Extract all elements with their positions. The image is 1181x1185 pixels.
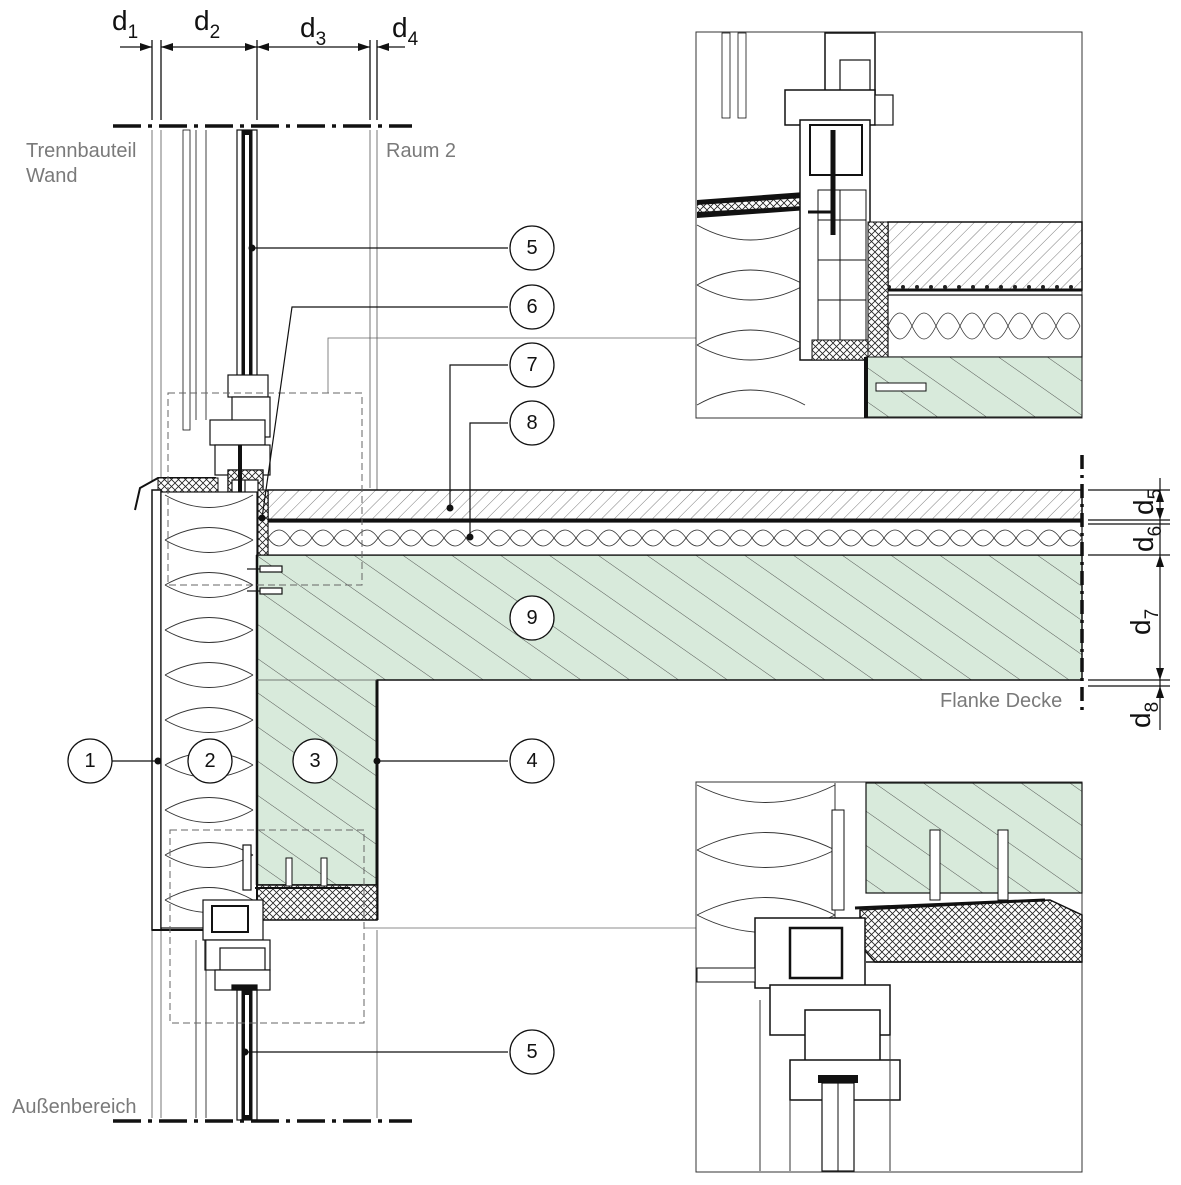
edge-strip: [257, 489, 269, 556]
top-dimensions: [120, 40, 405, 120]
lower-window-glazing: [195, 940, 258, 1121]
dim-d4: d4: [392, 12, 419, 50]
callout-3: 3: [309, 750, 320, 772]
detail-bottom-right: [695, 781, 1083, 1173]
dimension-arrows-top: [140, 43, 389, 51]
dim-d5: d5: [1128, 489, 1166, 515]
callout-leaders: [112, 247, 508, 1053]
lintel-anchors: [285, 857, 328, 887]
dim-d3: d3: [300, 12, 326, 50]
detail-boxes: [167, 392, 365, 1024]
dim-d8: d8: [1125, 702, 1163, 728]
callout-circles: [67, 225, 555, 1075]
floor-screed: [267, 489, 1083, 521]
leader-detail-top: [327, 337, 696, 393]
insulation-wave-a: [267, 529, 1083, 547]
callout-7: 7: [526, 354, 537, 376]
label-aussenbereich: Außenbereich: [12, 1096, 137, 1118]
callout-5-bottom: 5: [526, 1041, 537, 1063]
exterior-cladding: [151, 489, 162, 931]
dimension-arrows-right: [1156, 490, 1164, 698]
dim-d7: d7: [1125, 609, 1163, 635]
callout-6: 6: [526, 296, 537, 318]
cut-lines: [113, 124, 412, 1123]
dim-d2: d2: [194, 5, 220, 43]
callout-5-top: 5: [526, 237, 537, 259]
impact-sound-insulation: [267, 521, 1083, 556]
label-wand: Wand: [26, 165, 78, 187]
lower-window-frame: [202, 844, 271, 991]
wall-anchors: [247, 565, 283, 595]
detail-top-right: [695, 31, 1083, 419]
insulation-wave-b: [267, 529, 1083, 547]
dim-d1: d1: [112, 5, 138, 43]
sill-insulation: [157, 477, 219, 493]
leader-dots: [154, 244, 474, 1056]
callout-8: 8: [526, 412, 537, 434]
label-raum2: Raum 2: [386, 140, 456, 162]
label-flanke-decke: Flanke Decke: [940, 690, 1062, 712]
external-insulation: [160, 491, 258, 929]
callout-1: 1: [84, 750, 95, 772]
callout-2: 2: [204, 750, 215, 772]
label-trennbauteil: Trennbauteil: [26, 140, 136, 162]
callout-9: 9: [526, 607, 537, 629]
dim-d6: d6: [1128, 526, 1166, 552]
lintel-insulation: [256, 884, 378, 921]
callout-4: 4: [526, 750, 537, 772]
